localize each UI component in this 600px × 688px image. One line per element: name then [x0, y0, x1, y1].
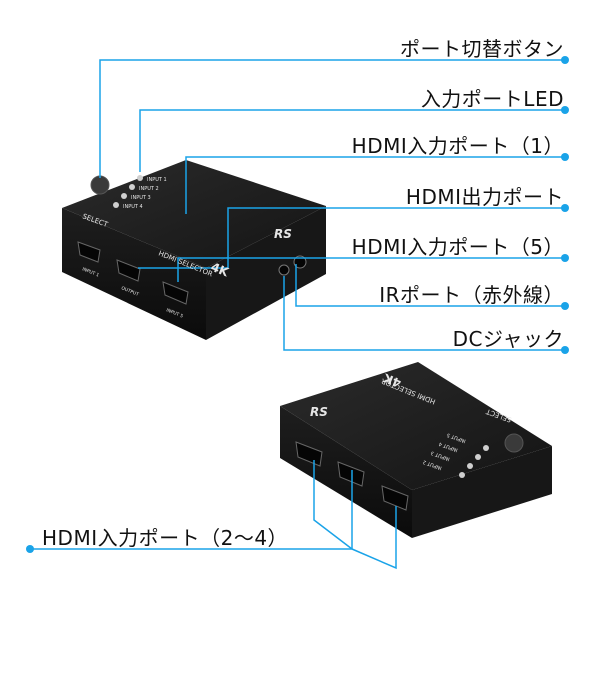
- device-front: [62, 160, 326, 340]
- led-front-2: [129, 184, 135, 190]
- front-led-label-3: INPUT 3: [131, 195, 151, 201]
- led-back-2: [475, 454, 481, 460]
- device-back: [280, 362, 552, 538]
- front-led-label-2: INPUT 2: [139, 186, 159, 192]
- led-front-4: [113, 202, 119, 208]
- dot-dc-jack: [561, 346, 569, 354]
- dot-port-switch: [561, 56, 569, 64]
- led-front-3: [121, 193, 127, 199]
- label-input-port-led: 入力ポートLED: [420, 87, 564, 111]
- line-dc-jack: [283, 276, 565, 351]
- dot-hdmi-input-5: [561, 254, 569, 262]
- hdmi-port-input4: [381, 485, 409, 511]
- callout-lines: [30, 59, 565, 570]
- line-hdmi-input-4: [351, 506, 397, 570]
- dot-input-led: [561, 106, 569, 114]
- label-hdmi-output: HDMI出力ポート: [405, 185, 564, 209]
- select-button-back[interactable]: [504, 433, 524, 453]
- device-front-right-face: [206, 206, 326, 340]
- dot-hdmi-input-2-4: [26, 545, 34, 553]
- front-badge: 4K: [209, 260, 231, 280]
- label-hdmi-input-1: HDMI入力ポート（1）: [351, 134, 564, 158]
- hdmi-port-input1: [77, 241, 101, 263]
- dot-hdmi-input-1: [561, 153, 569, 161]
- hdmi-port-input5: [162, 281, 189, 305]
- dot-ir-port: [561, 302, 569, 310]
- label-port-switch-button: ポート切替ボタン: [400, 37, 564, 61]
- callout-dots: [26, 56, 569, 553]
- front-led-label-1: INPUT 1: [147, 177, 167, 183]
- device-back-top-face: [280, 362, 552, 490]
- label-hdmi-input-2-4: HDMI入力ポート（2〜4）: [42, 526, 289, 550]
- line-hdmi-input-5: [177, 257, 565, 282]
- hdmi-port-input2: [295, 441, 323, 467]
- label-dc-jack: DCジャック: [452, 327, 564, 351]
- front-led-label-4: INPUT 4: [123, 204, 143, 210]
- select-button-front[interactable]: [90, 175, 110, 195]
- line-hdmi-input-1: [185, 156, 565, 214]
- led-back-4: [459, 472, 465, 478]
- led-front-1: [137, 175, 143, 181]
- line-ir-port: [295, 264, 565, 307]
- line-hdmi-output: [138, 207, 565, 269]
- line-input-led: [139, 109, 565, 172]
- ir-port: [278, 264, 290, 276]
- line-hdmi-input-2: [313, 460, 353, 550]
- hdmi-port-input3: [337, 461, 365, 487]
- led-back-1: [483, 445, 489, 451]
- back-brand: RS: [310, 405, 328, 419]
- line-port-switch: [99, 59, 565, 178]
- label-hdmi-input-5: HDMI入力ポート（5）: [351, 235, 564, 259]
- led-back-3: [467, 463, 473, 469]
- label-ir-port: IRポート（赤外線）: [379, 283, 564, 307]
- front-brand: RS: [274, 227, 292, 241]
- device-front-top-face: [62, 160, 326, 268]
- dc-jack: [293, 255, 307, 269]
- back-badge: 4K: [381, 370, 403, 390]
- hdmi-port-output: [116, 259, 141, 282]
- device-back-right-face: [412, 446, 552, 538]
- dot-hdmi-output: [561, 204, 569, 212]
